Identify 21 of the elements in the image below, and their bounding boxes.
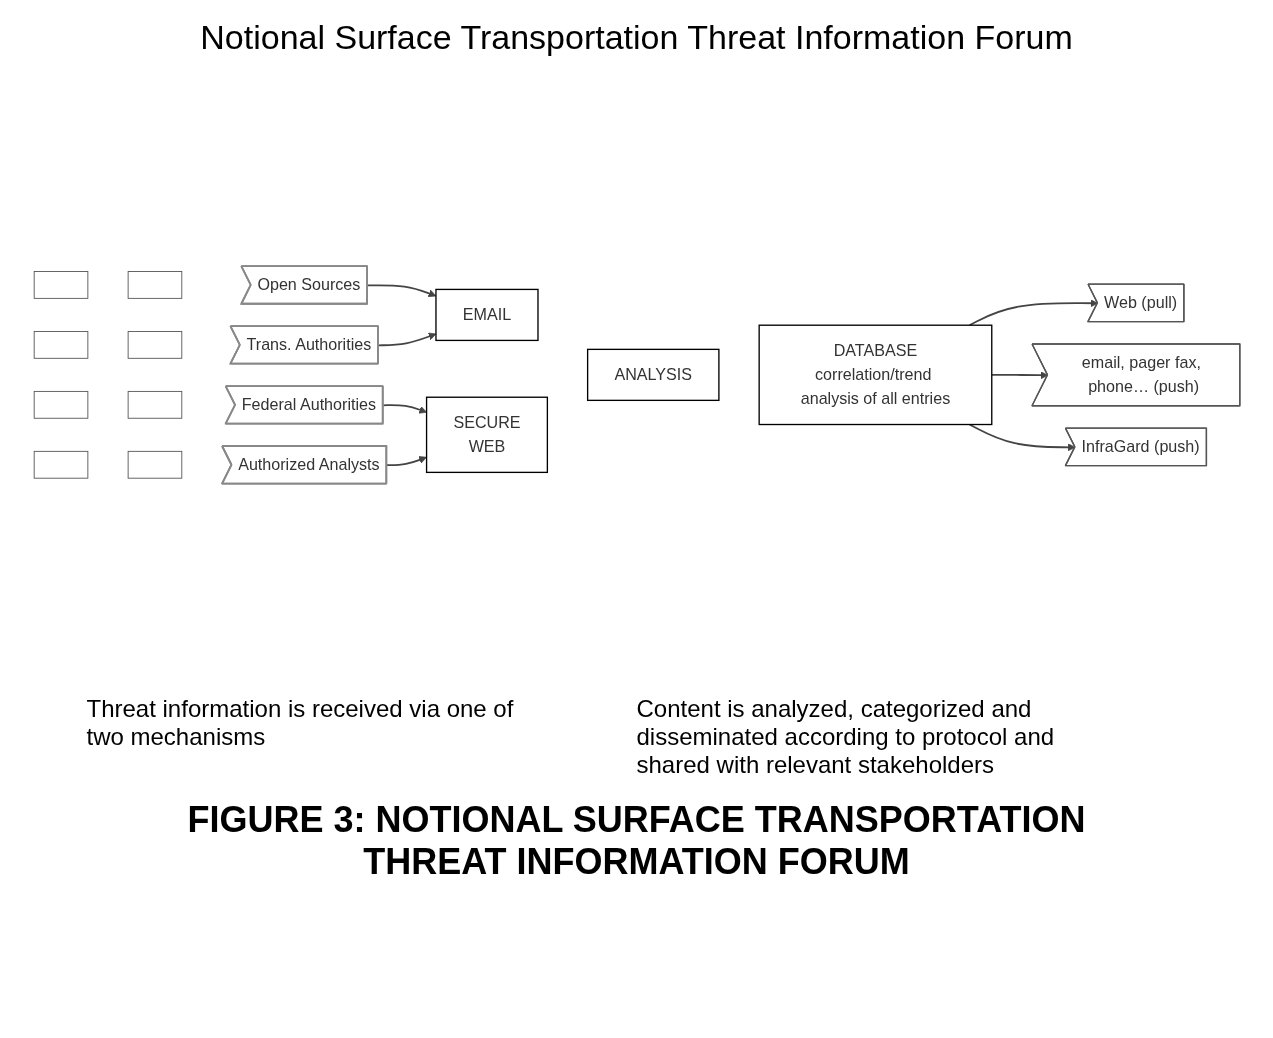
arrow bbox=[968, 299, 1098, 327]
node-box bbox=[33, 451, 88, 479]
node-box bbox=[127, 331, 182, 359]
node-box bbox=[33, 391, 88, 419]
arrow bbox=[366, 284, 436, 298]
node-box: SECURE WEB bbox=[425, 396, 548, 474]
note-text: Threat information is received via one of two mechanisms bbox=[86, 695, 515, 752]
note-text: Content is analyzed, categorized and disseminated according to protocol and shared with relevant stakeholders bbox=[636, 695, 1056, 779]
figure-caption: FIGURE 3: NOTIONAL SURFACE TRANSPORTATION THREAT INFORMATION FORUM bbox=[186, 799, 1087, 883]
arrow bbox=[377, 332, 436, 347]
node-box bbox=[127, 451, 182, 479]
node-box bbox=[33, 271, 88, 299]
arrow bbox=[381, 404, 427, 414]
node-box bbox=[127, 391, 182, 419]
node-box: DATABASE correlation/trend analysis of all entries bbox=[758, 324, 992, 426]
node-box bbox=[33, 331, 88, 359]
node-box: ANALYSIS bbox=[586, 348, 720, 402]
diagram-title: Notional Surface Transportation Threat Information Forum bbox=[200, 18, 1073, 57]
node-box: EMAIL bbox=[434, 288, 539, 342]
arrow bbox=[385, 456, 427, 467]
node-box bbox=[127, 271, 182, 299]
